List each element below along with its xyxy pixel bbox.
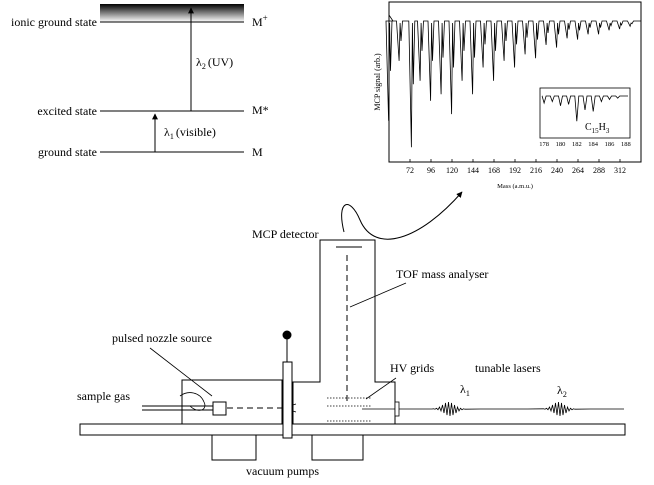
nozzle-label-leader: [149, 347, 213, 397]
sample-gas-label: sample gas: [77, 389, 130, 403]
tunable-lasers-label: tunable lasers: [475, 361, 541, 375]
laser-beam-waveform: [399, 401, 624, 417]
spectrum-tick-label: 216: [530, 166, 542, 175]
excited-species-label: M*: [252, 103, 269, 117]
visible-transition-label: λ1(visible): [164, 125, 216, 141]
spectrum-x-axis-label: Mass (a.m.u.): [497, 183, 533, 190]
laser-2-label: λ2: [557, 383, 567, 399]
spectrum-inset: 178 180 182 184 186 188 C15H3: [539, 87, 631, 148]
mass-spectrum-chart: MCP signal (arb.) Mass (a.m.u.) 72 96 120 1…: [373, 1, 642, 190]
translation-rod: [282, 361, 293, 439]
ground-state-label: ground state: [38, 145, 97, 159]
laser-window: [394, 401, 400, 417]
inset-tick-label: 186: [605, 141, 616, 148]
energy-level-diagram: ionic ground state M+ excited state M* g…: [11, 4, 269, 159]
spectrum-tick-label: 288: [593, 166, 605, 175]
nozzle-source-label: pulsed nozzle source: [112, 331, 212, 345]
spectrum-tick-label: 72: [406, 166, 414, 175]
inset-tick-label: 180: [556, 141, 566, 148]
excited-state-label: excited state: [37, 104, 97, 118]
pulsed-nozzle: [212, 401, 227, 416]
vacuum-chamber: [181, 379, 283, 424]
gas-line-curl: [179, 392, 206, 411]
inset-tick-label: 184: [588, 141, 599, 148]
base-plate: [79, 423, 626, 436]
ionic-continuum-band: [100, 4, 244, 22]
rod-handle-knob: [282, 330, 292, 340]
vacuum-pump-left: [211, 435, 257, 461]
spectrum-tick-label: 192: [509, 166, 521, 175]
hv-grids-leader: [365, 377, 397, 400]
inset-tick-label: 188: [621, 141, 631, 148]
inset-tick-label: 178: [539, 141, 549, 148]
inset-tick-label: 182: [572, 141, 582, 148]
spectrum-trace: [385, 14, 641, 148]
inset-x-ticks: 178 180 182 184 186 188: [539, 141, 631, 148]
spectrum-y-axis-label: MCP signal (arb.): [373, 53, 382, 111]
laser-1-label: λ1: [460, 382, 470, 398]
vacuum-pump-right: [311, 435, 364, 461]
spectrum-tick-label: 144: [467, 166, 479, 175]
spectrum-tick-label: 168: [488, 166, 500, 175]
inset-trace: [541, 95, 628, 122]
tof-chamber-outline: [292, 239, 396, 424]
signal-arrow: [341, 191, 463, 240]
apparatus-diagram: MCP detector TOF mass analyser HV grids …: [77, 227, 626, 478]
mcp-detector-label: MCP detector: [252, 227, 319, 241]
ionic-state-label: ionic ground state: [11, 15, 97, 29]
spectrum-tick-label: 264: [572, 166, 584, 175]
spectrum-tick-label: 240: [551, 166, 563, 175]
inset-molecule-label: C15H3: [585, 122, 610, 135]
vacuum-pumps-label: vacuum pumps: [246, 464, 319, 478]
spectrum-tick-label: 120: [446, 166, 458, 175]
hv-grids-label: HV grids: [390, 361, 434, 375]
spectrum-tick-label: 312: [614, 166, 626, 175]
spectrum-tick-label: 96: [427, 166, 435, 175]
uv-transition-label: λ2(UV): [196, 55, 233, 71]
spectrum-x-ticks: 72 96 120 144 168 192 216 240 264 288 312: [406, 159, 626, 175]
tof-label-leader: [349, 282, 407, 308]
tof-analyser-label: TOF mass analyser: [396, 267, 488, 281]
ionic-species-label: M+: [252, 13, 268, 29]
ground-species-label: M: [252, 145, 263, 159]
